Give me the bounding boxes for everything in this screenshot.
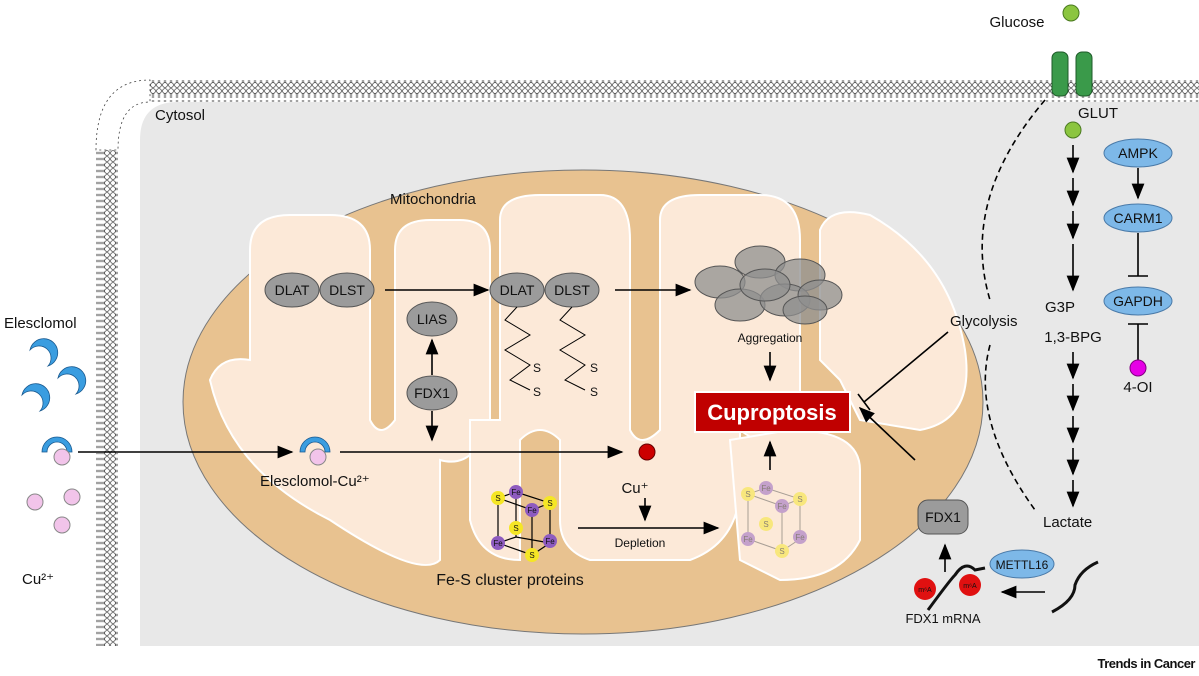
cu-plus-label: Cu⁺ [621,480,648,497]
depletion-label: Depletion [615,536,666,550]
copper-ion [26,493,44,511]
elesclomol-label: Elesclomol [4,315,77,332]
svg-text:AMPK: AMPK [1118,145,1158,161]
svg-text:CARM1: CARM1 [1113,210,1162,226]
cuproptosis-box: Cuproptosis [694,391,851,433]
svg-text:DLST: DLST [554,282,590,298]
mitochondria-label: Mitochondria [390,191,477,208]
membrane-top [150,80,1199,102]
copper-ion [63,488,81,506]
protein-dlat-1: DLAT [264,272,320,308]
bpg-label: 1,3-BPG [1044,329,1102,346]
svg-text:Fe: Fe [493,539,503,548]
glucose-molecule [1064,121,1082,139]
svg-text:Fe: Fe [545,537,555,546]
lipoyl-chains [504,306,586,391]
sulfur-label: S [533,385,541,399]
aggregation-label: Aggregation [738,331,803,345]
svg-text:LIAS: LIAS [417,311,447,327]
svg-text:m⁶A: m⁶A [963,583,977,590]
copper-ion [53,516,71,534]
svg-text:m⁶A: m⁶A [918,587,932,594]
cu-plus-ion [638,443,656,461]
enzyme-gapdh: GAPDH [1103,286,1173,316]
protein-dlst-2: DLST [544,272,600,308]
glucose-label: Glucose [989,14,1044,31]
cu2-label: Cu²⁺ [22,571,54,588]
svg-text:Fe: Fe [795,533,805,542]
four-oi-label: 4-OI [1123,379,1152,396]
sulfur-label: S [590,385,598,399]
glut-label: GLUT [1078,105,1118,122]
svg-text:Fe: Fe [743,535,753,544]
protein-dlat-2: DLAT [489,272,545,308]
svg-text:S: S [547,499,552,508]
elesclomol-cu-label: Elesclomol-Cu²⁺ [260,473,370,490]
membrane-left [96,150,118,646]
svg-text:Fe: Fe [761,484,771,493]
svg-text:S: S [513,524,518,533]
protein-lias: LIAS [406,301,458,337]
svg-text:METTL16: METTL16 [996,558,1049,572]
svg-text:Cuproptosis: Cuproptosis [707,400,837,425]
svg-text:S: S [797,495,802,504]
svg-text:Fe: Fe [777,502,787,511]
svg-text:FDX1: FDX1 [925,509,961,525]
g3p-label: G3P [1045,299,1075,316]
copper-ion [309,448,327,466]
fdx1-mrna-label: FDX1 mRNA [905,611,980,626]
fes-cluster-depleted: Fe S S Fe S Fe Fe S [741,481,807,558]
svg-text:S: S [763,520,768,529]
sulfur-label: S [533,361,541,375]
svg-text:Fe: Fe [527,506,537,515]
glycolysis-dashed-arc [981,99,1046,511]
glut-transporter [1051,51,1093,97]
svg-text:GAPDH: GAPDH [1113,293,1163,309]
glucose-molecule [1062,4,1080,22]
svg-text:Fe: Fe [511,488,521,497]
protein-dlst-1: DLST [319,272,375,308]
membrane-corner [95,79,151,151]
protein-fdx1-cytosol: FDX1 [917,499,969,535]
enzyme-carm1: CARM1 [1103,203,1173,233]
fes-cluster: Fe S S Fe S Fe Fe S [491,485,557,562]
sulfur-label: S [590,361,598,375]
journal-credit: Trends in Cancer [1098,656,1196,671]
svg-text:S: S [495,494,500,503]
mrna-strand [926,560,1099,614]
lactate-label: Lactate [1043,514,1092,531]
four-oi-molecule [1129,359,1147,377]
svg-text:S: S [745,490,750,499]
svg-text:DLAT: DLAT [275,282,310,298]
fes-label: Fe-S cluster proteins [436,572,584,589]
svg-text:DLAT: DLAT [500,282,535,298]
copper-ion [53,448,71,466]
elesclomol-molecules [21,338,331,453]
glycolysis-label: Glycolysis [950,313,1018,330]
svg-text:DLST: DLST [329,282,365,298]
svg-text:S: S [529,551,534,560]
enzyme-ampk: AMPK [1103,138,1173,168]
svg-text:S: S [779,547,784,556]
enzyme-mettl16: METTL16 [989,549,1055,579]
cytosol-label: Cytosol [155,107,205,124]
svg-text:FDX1: FDX1 [414,385,450,401]
m6a-marks: m⁶A m⁶A [914,574,981,600]
protein-fdx1: FDX1 [406,375,458,411]
aggregation-cluster [694,245,843,325]
